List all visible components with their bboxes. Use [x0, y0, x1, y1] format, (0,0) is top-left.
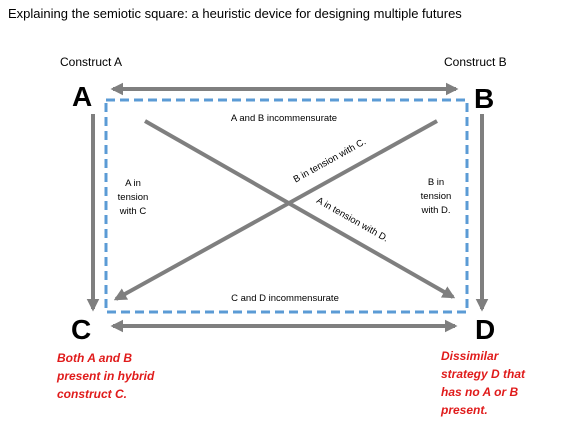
diagonal-arrow-a-to-d: [144, 119, 456, 299]
right-relation-line-2: tension: [421, 191, 452, 202]
construct-a-label: Construct A: [60, 55, 122, 69]
note-c-line-2: present in hybrid: [57, 369, 155, 383]
diagonal-b-relation-label: B in tension with C.: [292, 136, 368, 185]
left-relation-line-1: A in: [125, 178, 141, 189]
note-c-line-1: Both A and B: [57, 351, 133, 365]
right-relation-line-3: with D.: [420, 205, 450, 216]
left-relation-label: A in tension with C: [118, 178, 149, 217]
corner-letter-c: C: [71, 314, 91, 345]
right-relation-line-1: B in: [428, 177, 444, 188]
corner-letter-d: D: [475, 314, 495, 345]
right-relation-label: B in tension with D.: [420, 177, 451, 216]
bottom-relation-label: C and D incommensurate: [231, 293, 339, 304]
corner-letter-b: B: [474, 83, 494, 114]
note-d-line-2: strategy D that: [441, 367, 526, 381]
dashed-square: [104, 98, 469, 314]
note-d-line-4: present.: [441, 403, 488, 417]
left-relation-line-3: with C: [119, 206, 147, 217]
note-d-line-3: has no A or B: [441, 385, 519, 399]
note-c: Both A and B present in hybrid construct…: [57, 349, 154, 403]
diagram-title: Explaining the semiotic square: a heuris…: [8, 6, 462, 21]
diagonal-arrow-b-to-c: [113, 119, 438, 301]
note-c-line-3: construct C.: [57, 387, 128, 401]
top-relation-label: A and B incommensurate: [231, 113, 337, 124]
left-relation-line-2: tension: [118, 192, 149, 203]
corner-letter-a: A: [72, 81, 92, 112]
note-d: Dissimilar strategy D that has no A or B…: [441, 347, 525, 419]
construct-b-label: Construct B: [444, 55, 507, 69]
note-d-line-1: Dissimilar: [441, 349, 499, 363]
diagonal-a-relation-label: A in tension with D.: [314, 195, 390, 244]
